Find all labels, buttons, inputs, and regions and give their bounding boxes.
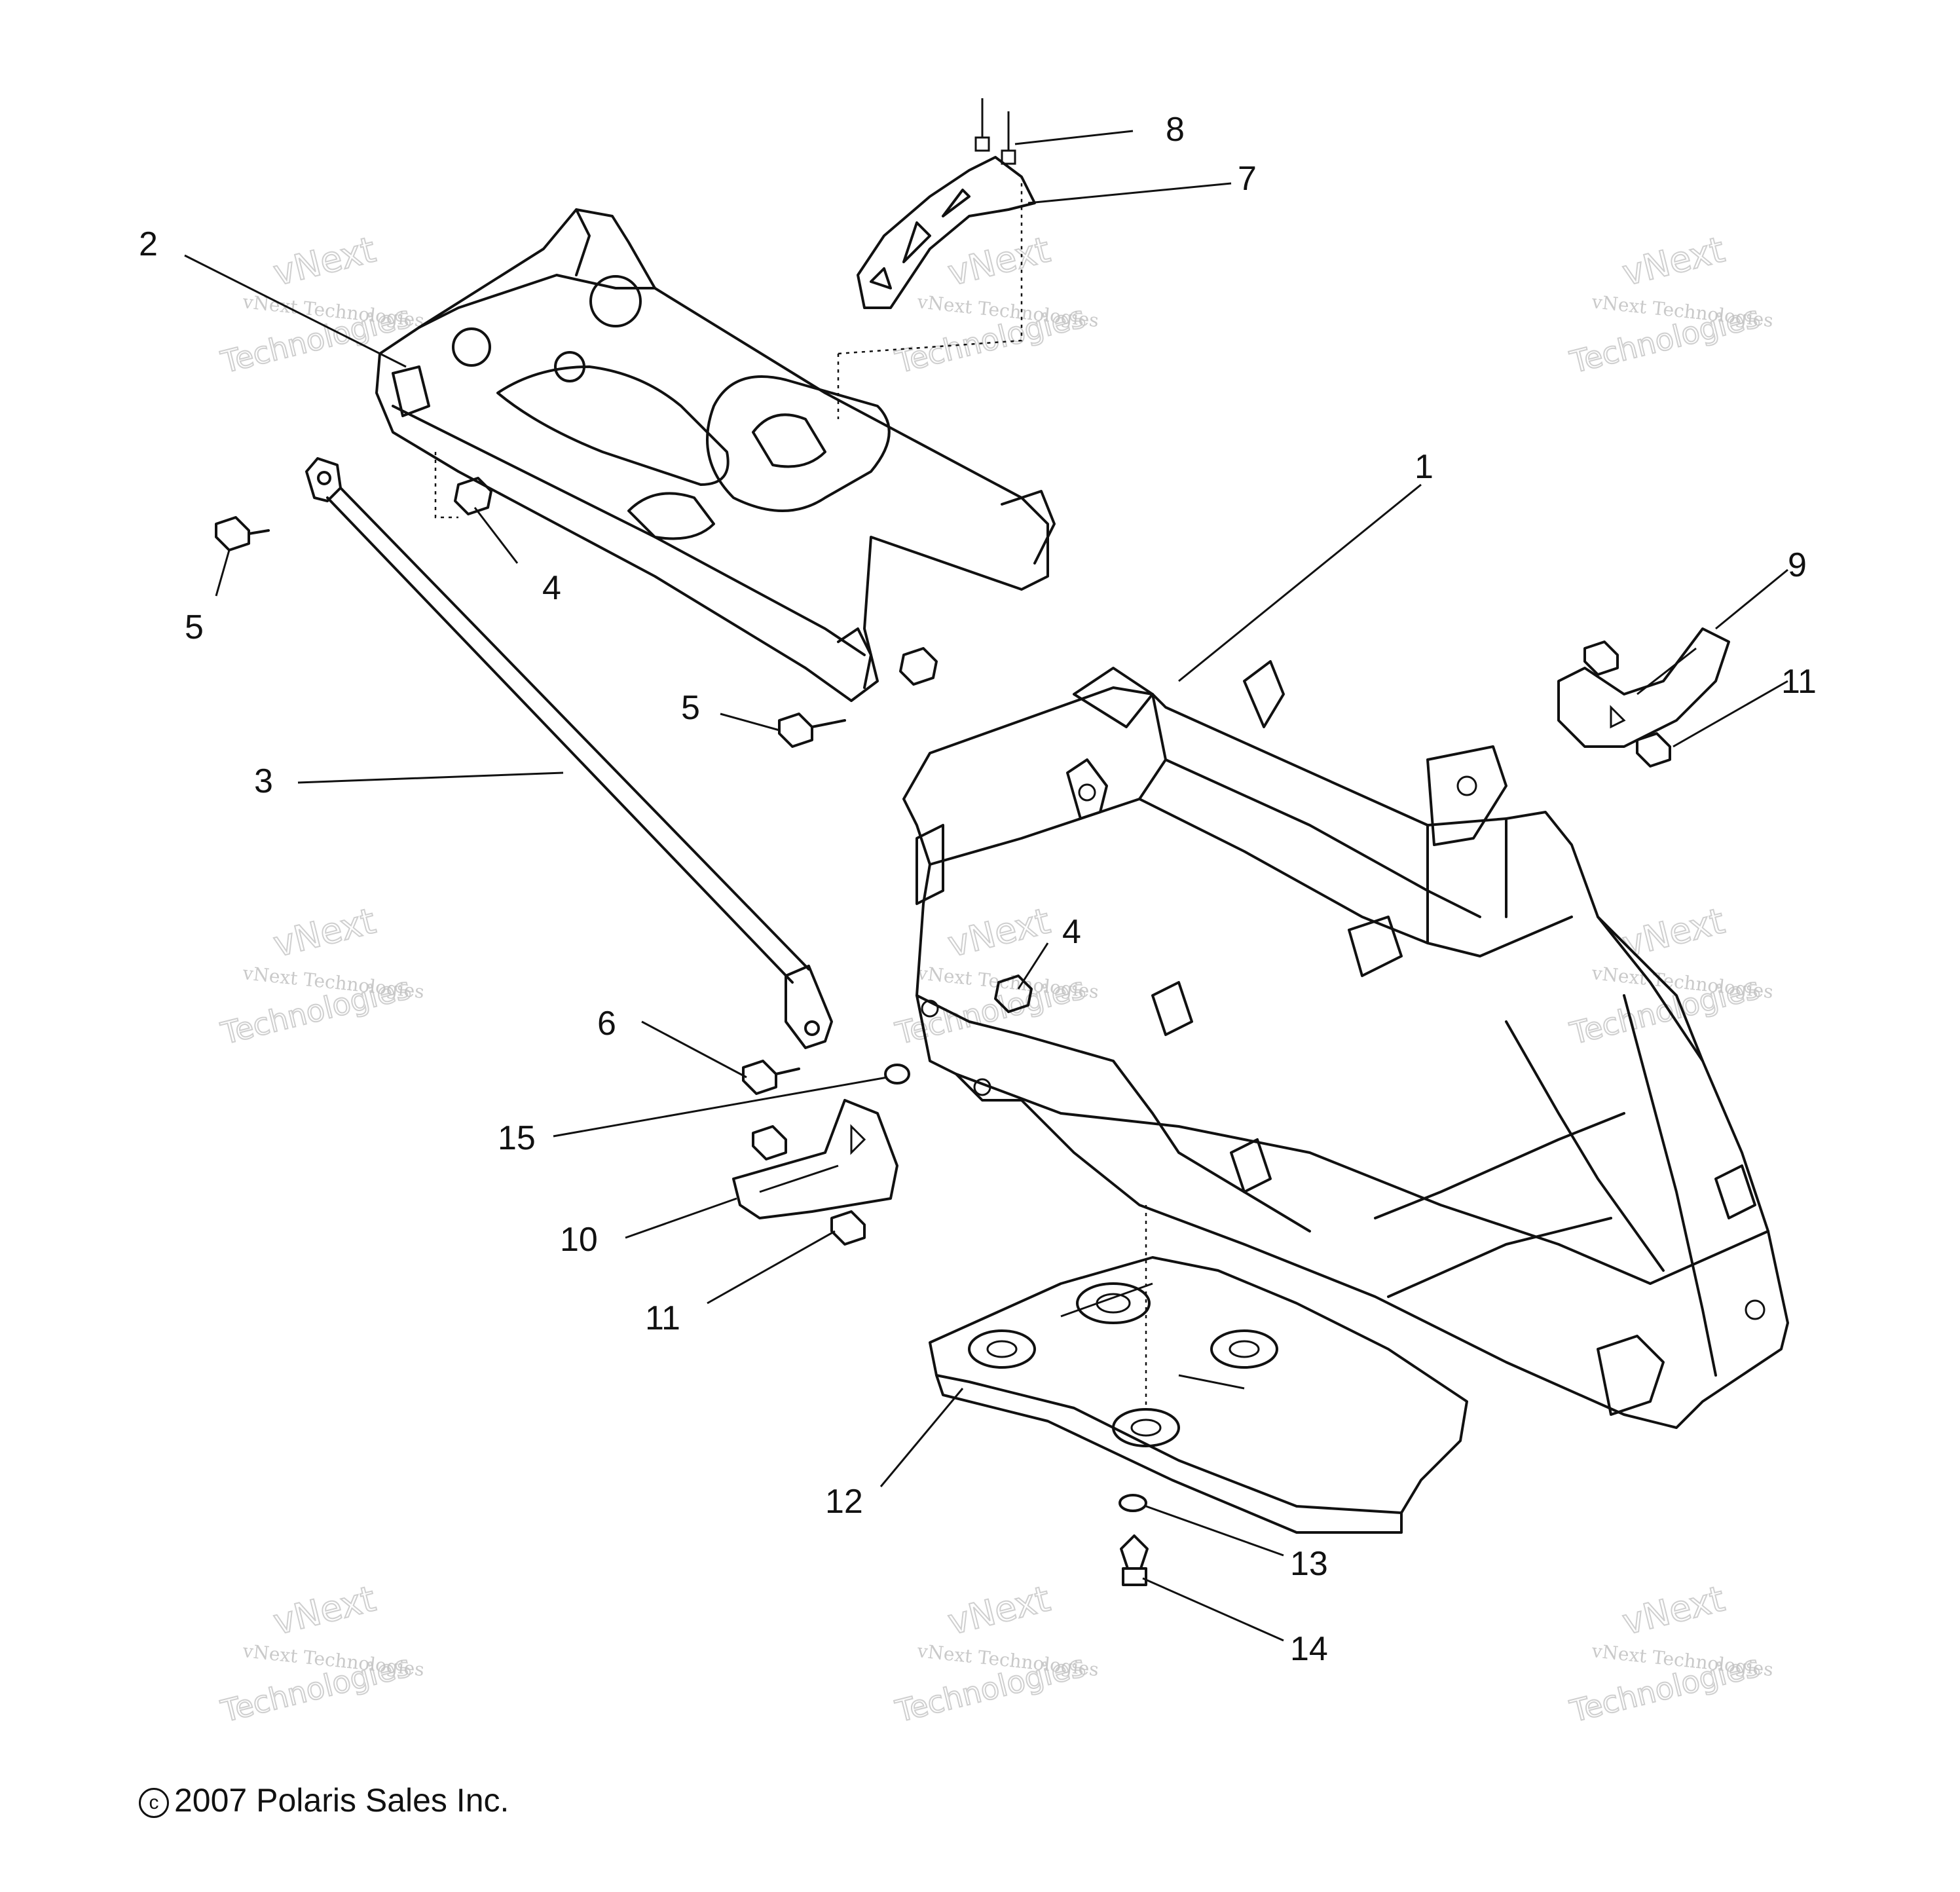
svg-text:vNext: vNext bbox=[1618, 1578, 1728, 1642]
svg-text:vNext: vNext bbox=[944, 1578, 1054, 1642]
svg-text:vNext: vNext bbox=[269, 900, 379, 965]
callouts: 1 2 3 4 4 5 5 6 7 8 9 10 11 11 12 13 14 … bbox=[139, 111, 1817, 1668]
callout-5: 5 bbox=[185, 608, 204, 646]
copyright-text: 2007 Polaris Sales Inc. bbox=[174, 1782, 509, 1819]
watermark: vNext Technologies vNext Technologies bbox=[1566, 1577, 1774, 1730]
skid-plate bbox=[929, 1256, 1468, 1534]
callout-3: 3 bbox=[254, 762, 273, 800]
watermark: vNext Technologies vNext Technologies bbox=[217, 228, 425, 380]
callout-9: 9 bbox=[1788, 546, 1807, 584]
watermark: vNext Technologies vNext Technologies bbox=[1566, 899, 1774, 1052]
svg-text:vNext: vNext bbox=[269, 229, 379, 293]
leader-lines bbox=[184, 130, 1788, 1642]
callout-11: 11 bbox=[1781, 663, 1817, 701]
callout-12: 12 bbox=[825, 1483, 863, 1521]
watermark: vNext Technologies vNext Technologies bbox=[217, 899, 425, 1052]
svg-text:vNext: vNext bbox=[944, 900, 1054, 965]
callout-2: 2 bbox=[139, 225, 158, 263]
callout-6: 6 bbox=[597, 1005, 616, 1043]
callout-4b: 4 bbox=[1062, 913, 1081, 951]
callout-13: 13 bbox=[1290, 1545, 1328, 1583]
alignment-guides bbox=[434, 177, 1147, 1408]
watermark: vNext Technologies vNext Technologies bbox=[217, 1577, 425, 1730]
callout-14: 14 bbox=[1290, 1630, 1328, 1668]
bracket-left bbox=[732, 1099, 898, 1219]
rear-subframe bbox=[375, 208, 1056, 702]
callout-8: 8 bbox=[1166, 111, 1185, 149]
callout-11b: 11 bbox=[645, 1299, 680, 1337]
copyright-symbol: c bbox=[139, 1788, 169, 1818]
callout-4: 4 bbox=[542, 569, 561, 607]
callout-1: 1 bbox=[1415, 448, 1433, 486]
svg-text:vNext: vNext bbox=[269, 1578, 379, 1642]
link-rod bbox=[305, 457, 833, 1049]
hardware bbox=[215, 477, 1671, 1586]
callout-5b: 5 bbox=[681, 689, 700, 727]
main-frame bbox=[902, 660, 1789, 1429]
watermark: vNext Technologies vNext Technologies bbox=[891, 1577, 1100, 1730]
watermark: vNext Technologies vNext Technologies bbox=[1566, 228, 1774, 380]
svg-text:vNext: vNext bbox=[1618, 229, 1728, 293]
callout-15: 15 bbox=[498, 1119, 536, 1157]
svg-text:vNext: vNext bbox=[944, 229, 1054, 293]
watermarks: vNext Technologies vNext Technologies vN… bbox=[217, 228, 1774, 1730]
watermark: vNext Technologies vNext Technologies bbox=[891, 228, 1100, 380]
grab-handle bbox=[857, 156, 1036, 309]
handle-bolts bbox=[974, 98, 1016, 165]
bracket-right bbox=[1557, 627, 1730, 748]
callout-10: 10 bbox=[560, 1221, 598, 1259]
callout-7: 7 bbox=[1238, 160, 1257, 198]
